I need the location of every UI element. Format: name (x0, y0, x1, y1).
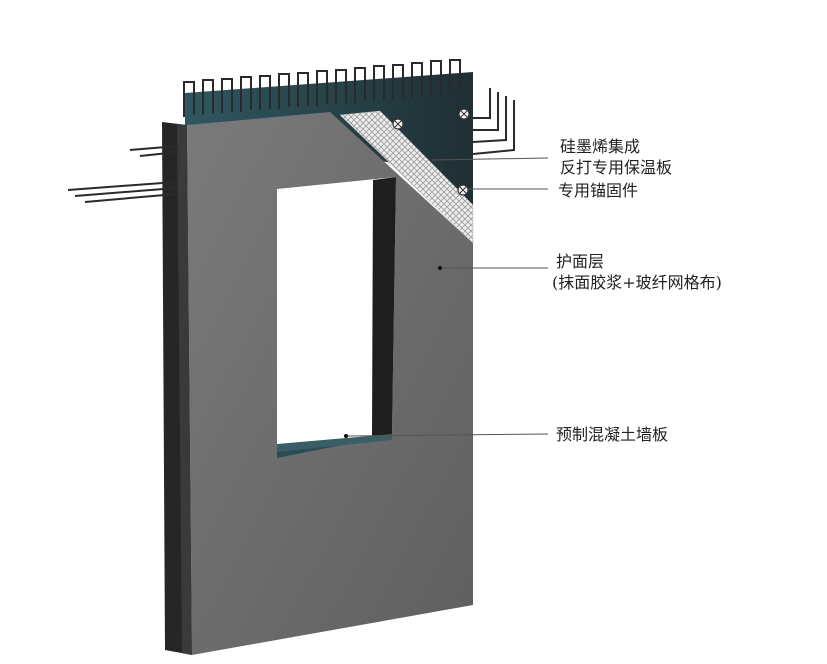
leader-dots (344, 266, 442, 438)
protective-layer-label-line2: (抹面胶浆+玻纤网格布) (552, 273, 722, 292)
window-reveal-right (372, 177, 396, 437)
right-rebar-hooks (472, 88, 515, 155)
leader-lines (345, 157, 549, 437)
insulation-board (185, 72, 473, 243)
left-rebar (67, 145, 179, 203)
anchor-label: 专用锚固件 (558, 181, 639, 200)
top-rebar-loops (183, 59, 461, 117)
anchor-fastener-icon (392, 108, 470, 196)
insulation-label-line2: 反打专用保温板 (560, 158, 673, 177)
protective-layer-label-line1: 护面层 (556, 252, 605, 271)
wall-panel-edge-inner (177, 124, 192, 655)
mesh-strip (339, 110, 474, 244)
window-opening (277, 177, 396, 445)
insulation-label-line1: 硅墨烯集成 (560, 137, 641, 156)
wall-panel-label: 预制混凝土墙板 (556, 425, 669, 444)
window-sill-top (277, 434, 392, 452)
